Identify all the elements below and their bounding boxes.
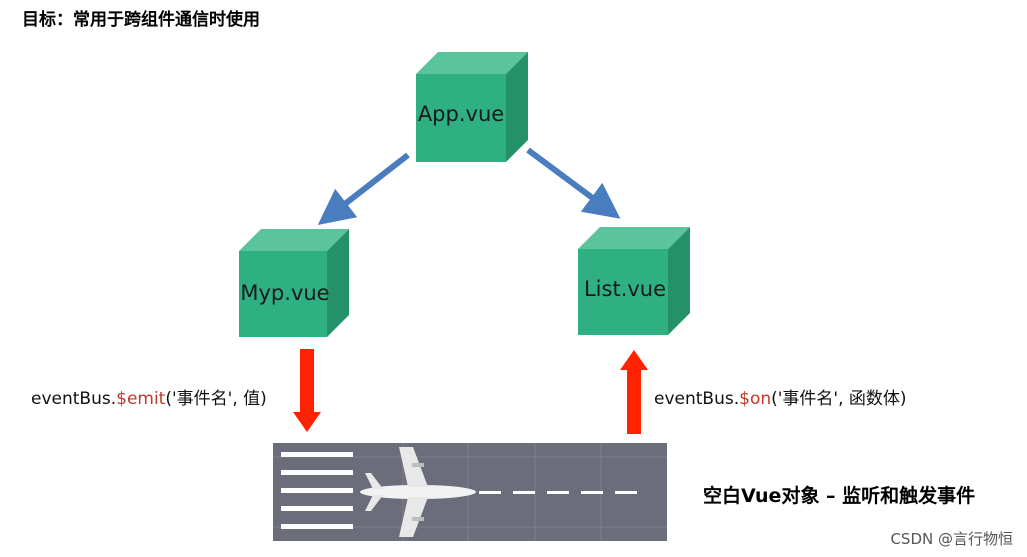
runway-centerline <box>479 491 637 494</box>
list-vue-label: List.vue <box>583 277 667 301</box>
emit-prefix: eventBus. <box>31 389 117 409</box>
runway-graphic <box>273 443 667 541</box>
cube-graphic <box>416 52 528 162</box>
watermark: CSDN @言行物恒 <box>890 530 1013 548</box>
emit-args: ('事件名', 值) <box>165 389 267 409</box>
airplane-icon <box>360 447 476 537</box>
app-vue-label: App.vue <box>417 102 505 126</box>
myp-vue-label: Myp.vue <box>240 281 330 305</box>
on-up-arrow <box>620 350 648 434</box>
arrow-app-to-list <box>526 147 621 219</box>
runway-threshold-stripes <box>281 452 353 529</box>
emit-call-text: eventBus.$emit('事件名', 值) <box>31 384 267 409</box>
emit-method: $emit <box>116 389 166 409</box>
cube-graphic <box>239 229 349 337</box>
list-vue-cube: List.vue <box>578 227 690 335</box>
on-call-text: eventBus.$on('事件名', 函数体) <box>654 384 907 409</box>
on-prefix: eventBus. <box>654 389 740 409</box>
runway-caption: 空白Vue对象 – 监听和触发事件 <box>703 485 976 507</box>
page-title: 目标：常用于跨组件通信时使用 <box>22 10 260 30</box>
cube-graphic <box>578 227 690 335</box>
on-method: $on <box>739 389 772 409</box>
on-args: ('事件名', 函数体) <box>771 389 907 409</box>
arrow-app-to-myp <box>317 152 410 226</box>
myp-vue-cube: Myp.vue <box>239 229 349 337</box>
emit-down-arrow <box>293 349 321 432</box>
app-vue-cube: App.vue <box>416 52 528 162</box>
